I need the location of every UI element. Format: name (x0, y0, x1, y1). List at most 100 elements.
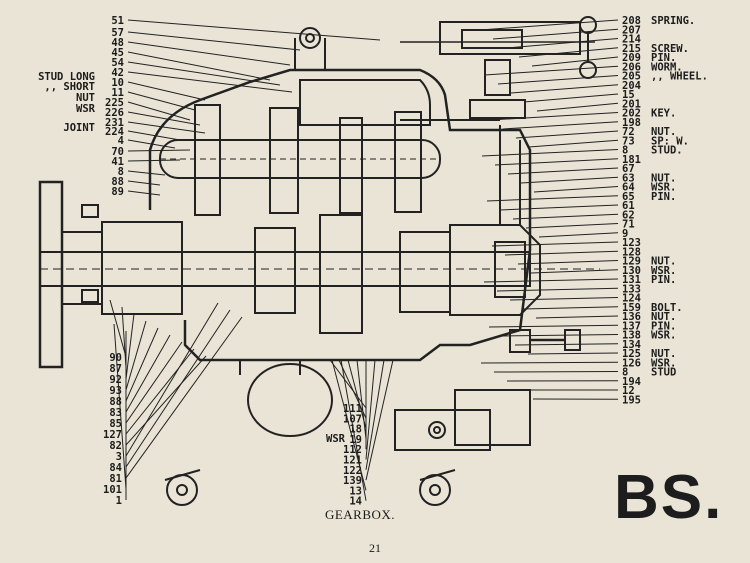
leader-line (127, 51, 271, 81)
callout-number: 83 (109, 407, 122, 419)
leader-line (125, 320, 147, 391)
callout-number: 54 (111, 57, 124, 69)
leader-line (518, 47, 619, 58)
leader-line (127, 101, 191, 121)
leader-line (483, 278, 619, 283)
leader-line (127, 121, 206, 134)
leader-line (365, 359, 385, 470)
leader-line (520, 176, 619, 184)
callout-word: PIN. (651, 274, 676, 286)
callout-word: WSR. (651, 265, 676, 277)
callout-number: 134 (622, 339, 641, 351)
callout-number: 85 (109, 418, 122, 430)
leader-line (121, 306, 127, 369)
callout-number: 81 (109, 473, 122, 485)
leader-line (127, 170, 166, 176)
callout-number: 204 (622, 80, 641, 92)
leader-line (484, 65, 619, 76)
leader-line (127, 81, 206, 101)
leader-line (525, 223, 619, 229)
callout-word: WSR. (651, 330, 676, 342)
callout-number: 131 (622, 274, 641, 286)
callout-number: 12 (622, 385, 635, 397)
callout-number: 8 (622, 145, 628, 157)
leader-line (517, 260, 619, 265)
callout-number: 208 (622, 15, 641, 27)
leader-line (523, 93, 619, 103)
leader-line (514, 343, 619, 346)
leader-line (507, 167, 619, 175)
leader-line (515, 130, 619, 139)
leader-line (127, 130, 181, 141)
leader-line (125, 341, 183, 424)
series-mark: BS. (614, 463, 724, 532)
callout-word: NUT (76, 92, 95, 104)
leader-line (479, 19, 619, 31)
callout-number: 112 (343, 444, 362, 456)
callout-number: 41 (111, 156, 124, 168)
callout-number: 111 (343, 403, 362, 415)
callout-number: 225 (105, 97, 124, 109)
leader-line (125, 334, 171, 413)
leader-line (491, 241, 619, 247)
callout-number: 125 (622, 348, 641, 360)
leader-line (338, 359, 367, 419)
callout-word: KEY. (651, 108, 676, 120)
leader-line (365, 359, 394, 481)
callout-number: 122 (343, 465, 362, 477)
leader-line (127, 61, 281, 86)
callout-number: 127 (103, 429, 122, 441)
callout-word: SCREW. (651, 43, 689, 55)
leader-line (125, 348, 195, 435)
leader-line (127, 149, 191, 152)
leader-line (127, 180, 161, 186)
leader-line (522, 306, 619, 310)
callout-number: 101 (103, 484, 122, 496)
callout-word: WSR. (651, 182, 676, 194)
callout-labels-right: 2082072142152092062052041520120219872738… (622, 15, 641, 406)
callout-word: WORM. (651, 61, 683, 73)
callout-number: 87 (109, 363, 122, 375)
callout-number: 198 (622, 117, 641, 129)
callout-number: 82 (109, 440, 122, 452)
leader-line (109, 299, 127, 358)
callout-number: 205 (622, 71, 641, 83)
leader-line (127, 91, 196, 111)
callout-number: 207 (622, 24, 641, 36)
callout-number: 214 (622, 34, 641, 46)
callout-number: 65 (622, 191, 635, 203)
callout-number: 8 (118, 166, 124, 178)
leader-line (125, 355, 207, 446)
leader-line (365, 359, 376, 460)
callout-number: 93 (109, 385, 122, 397)
callout-number: 13 (349, 485, 362, 497)
callout-word: NUT. (651, 126, 676, 138)
callout-number: 71 (622, 219, 635, 231)
leader-line (127, 190, 161, 196)
leader-line (127, 41, 291, 66)
callout-number: 88 (109, 396, 122, 408)
callout-number: 70 (111, 146, 124, 158)
callout-number: 124 (622, 293, 641, 305)
callout-number: 126 (622, 357, 641, 369)
leader-line (536, 102, 619, 112)
leader-line (481, 149, 619, 157)
callout-number: 62 (622, 209, 635, 221)
callout-number: 226 (105, 107, 124, 119)
callout-number: 73 (622, 135, 635, 147)
callout-number: 19 (349, 434, 362, 446)
callout-word: NUT. (651, 348, 676, 360)
leader-line (127, 31, 301, 51)
leader-line (512, 213, 619, 220)
leader-line (501, 334, 619, 337)
leader-line (329, 359, 367, 409)
leader-line (493, 371, 619, 373)
leader-line (486, 195, 619, 202)
callout-word: STUD. (651, 145, 683, 157)
leader-line (502, 121, 619, 130)
leader-line (528, 139, 619, 148)
callout-number: 121 (343, 455, 362, 467)
leader-line (113, 323, 127, 490)
